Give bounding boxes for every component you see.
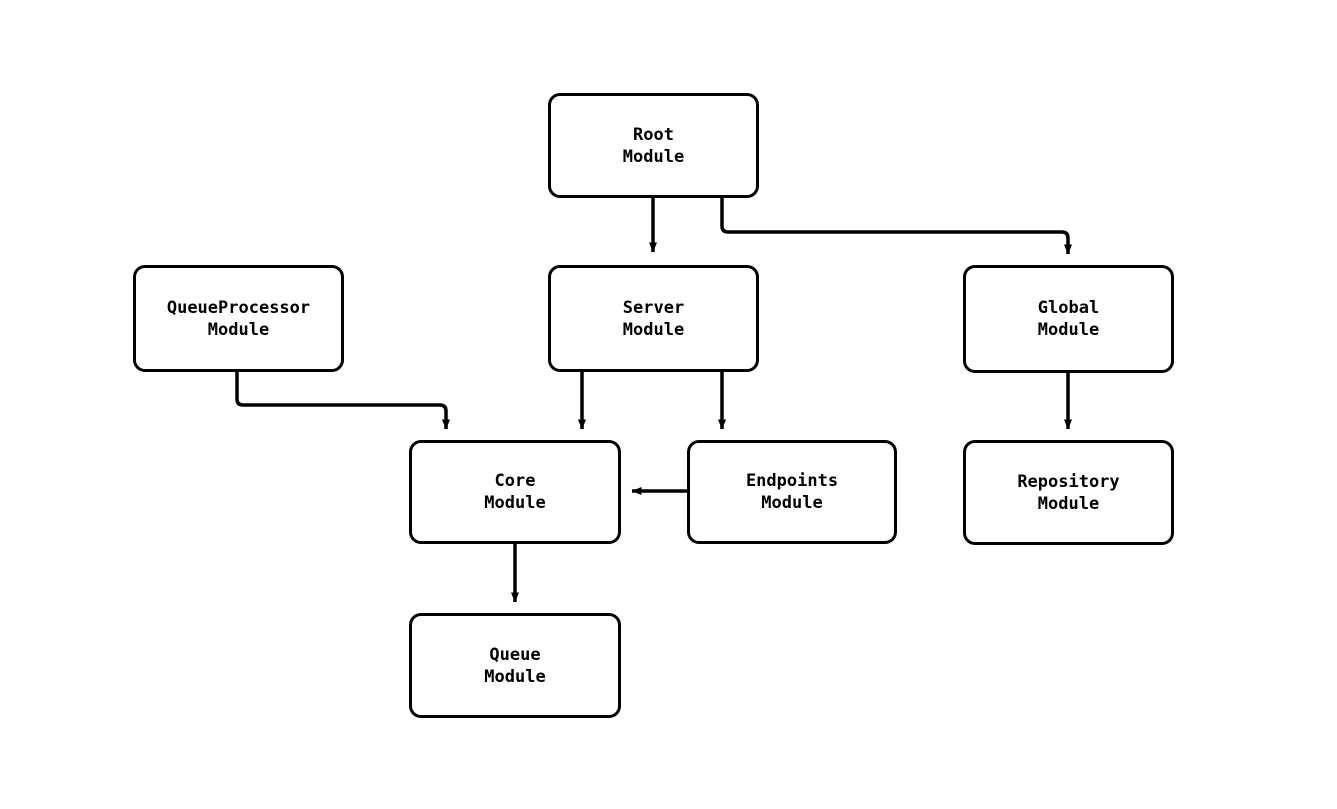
node-root-module-label: Root Module — [622, 124, 685, 167]
node-global-module-label: Global Module — [1037, 298, 1100, 340]
node-repository-module[interactable]: Repository Module — [963, 440, 1174, 545]
node-global-module[interactable]: Global Module — [963, 265, 1174, 373]
node-endpoints-module-label: Endpoints Module — [745, 471, 839, 513]
node-root-module[interactable]: Root Module — [548, 93, 759, 198]
node-queue-module[interactable]: Queue Module — [409, 613, 621, 718]
node-core-module-label: Core Module — [484, 471, 546, 513]
node-queueprocessor-module[interactable]: QueueProcessor Module — [133, 265, 344, 372]
edge-queueprocessor-core — [235, 372, 450, 430]
node-repository-module-label: Repository Module — [1017, 471, 1120, 514]
node-queue-module-label: Queue Module — [484, 644, 546, 687]
node-core-module[interactable]: Core Module — [409, 440, 621, 544]
node-queueprocessor-module-label: QueueProcessor Module — [166, 297, 311, 340]
edge-root-global — [720, 198, 1072, 255]
node-server-module-label: Server Module — [622, 297, 685, 340]
node-server-module[interactable]: Server Module — [548, 265, 759, 372]
node-endpoints-module[interactable]: Endpoints Module — [687, 440, 897, 544]
